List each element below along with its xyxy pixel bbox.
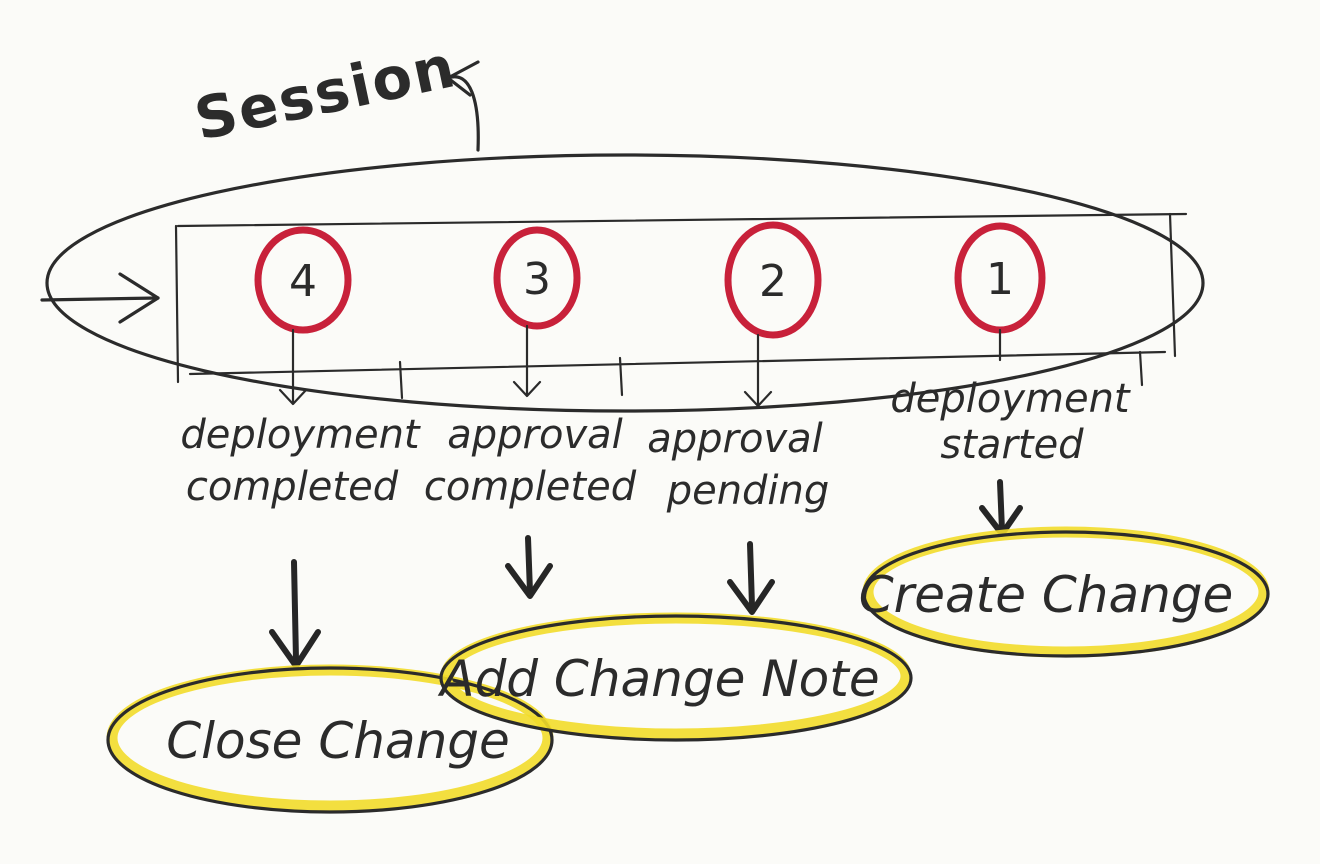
queue-bottom-line [188,350,1167,376]
step-number: 1 [986,254,1014,305]
queue-right-edge [1168,212,1177,358]
session-ellipse [45,153,1205,413]
step-number: 2 [759,256,787,307]
arrow-to-add-note-from-3 [505,535,553,599]
title-pointer-arrow [446,75,480,152]
queue-left-edge [174,224,180,384]
queue-divider-1 [398,360,404,400]
action-create-change: Create Change [859,526,1270,658]
close-change-label: Close Change [166,712,510,770]
session-title: Session [189,32,463,154]
step-label-line-2: started [940,422,1084,468]
entry-arrow-head [118,272,160,324]
step-ring [493,226,581,330]
step-2: 2 approval pending [647,221,830,514]
queue-divider-2 [618,356,624,397]
step-label-line-2: completed [186,464,399,510]
close-change-ellipse [106,666,554,814]
step-4: 4 deployment completed [180,226,421,510]
add-change-note-highlight [440,612,912,740]
step-arrow [278,328,308,406]
action-add-change-note: Add Change Note [437,612,913,742]
step-label-line-1: approval [447,412,623,458]
step-label-line-1: deployment [890,376,1131,422]
action-close-change: Close Change [106,664,554,814]
step-label-line-2: pending [666,468,830,514]
step-label-line-1: approval [647,416,823,462]
arrow-to-create-change [979,479,1023,537]
title-pointer-head [446,60,480,97]
step-label-line-1: deployment [180,412,421,458]
step-1: 1 deployment started [890,222,1131,468]
step-number: 3 [523,254,551,305]
queue-divider-3 [1138,350,1144,387]
arrow-to-close-change [269,559,321,669]
step-arrow [512,324,542,398]
step-label-line-2: completed [424,464,637,510]
create-change-label: Create Change [859,566,1234,624]
step-ring [724,221,822,339]
step-ring [254,226,352,334]
step-3: 3 approval completed [424,226,637,510]
add-change-note-ellipse [439,614,913,742]
arrow-to-add-note-from-2 [727,541,775,615]
create-change-ellipse [862,530,1270,658]
queue-top-line [176,212,1188,228]
entry-arrow-shaft [40,296,160,302]
step-number: 4 [289,256,317,307]
add-change-note-label: Add Change Note [437,650,879,708]
close-change-highlight [106,664,554,812]
step-arrow [743,333,773,408]
